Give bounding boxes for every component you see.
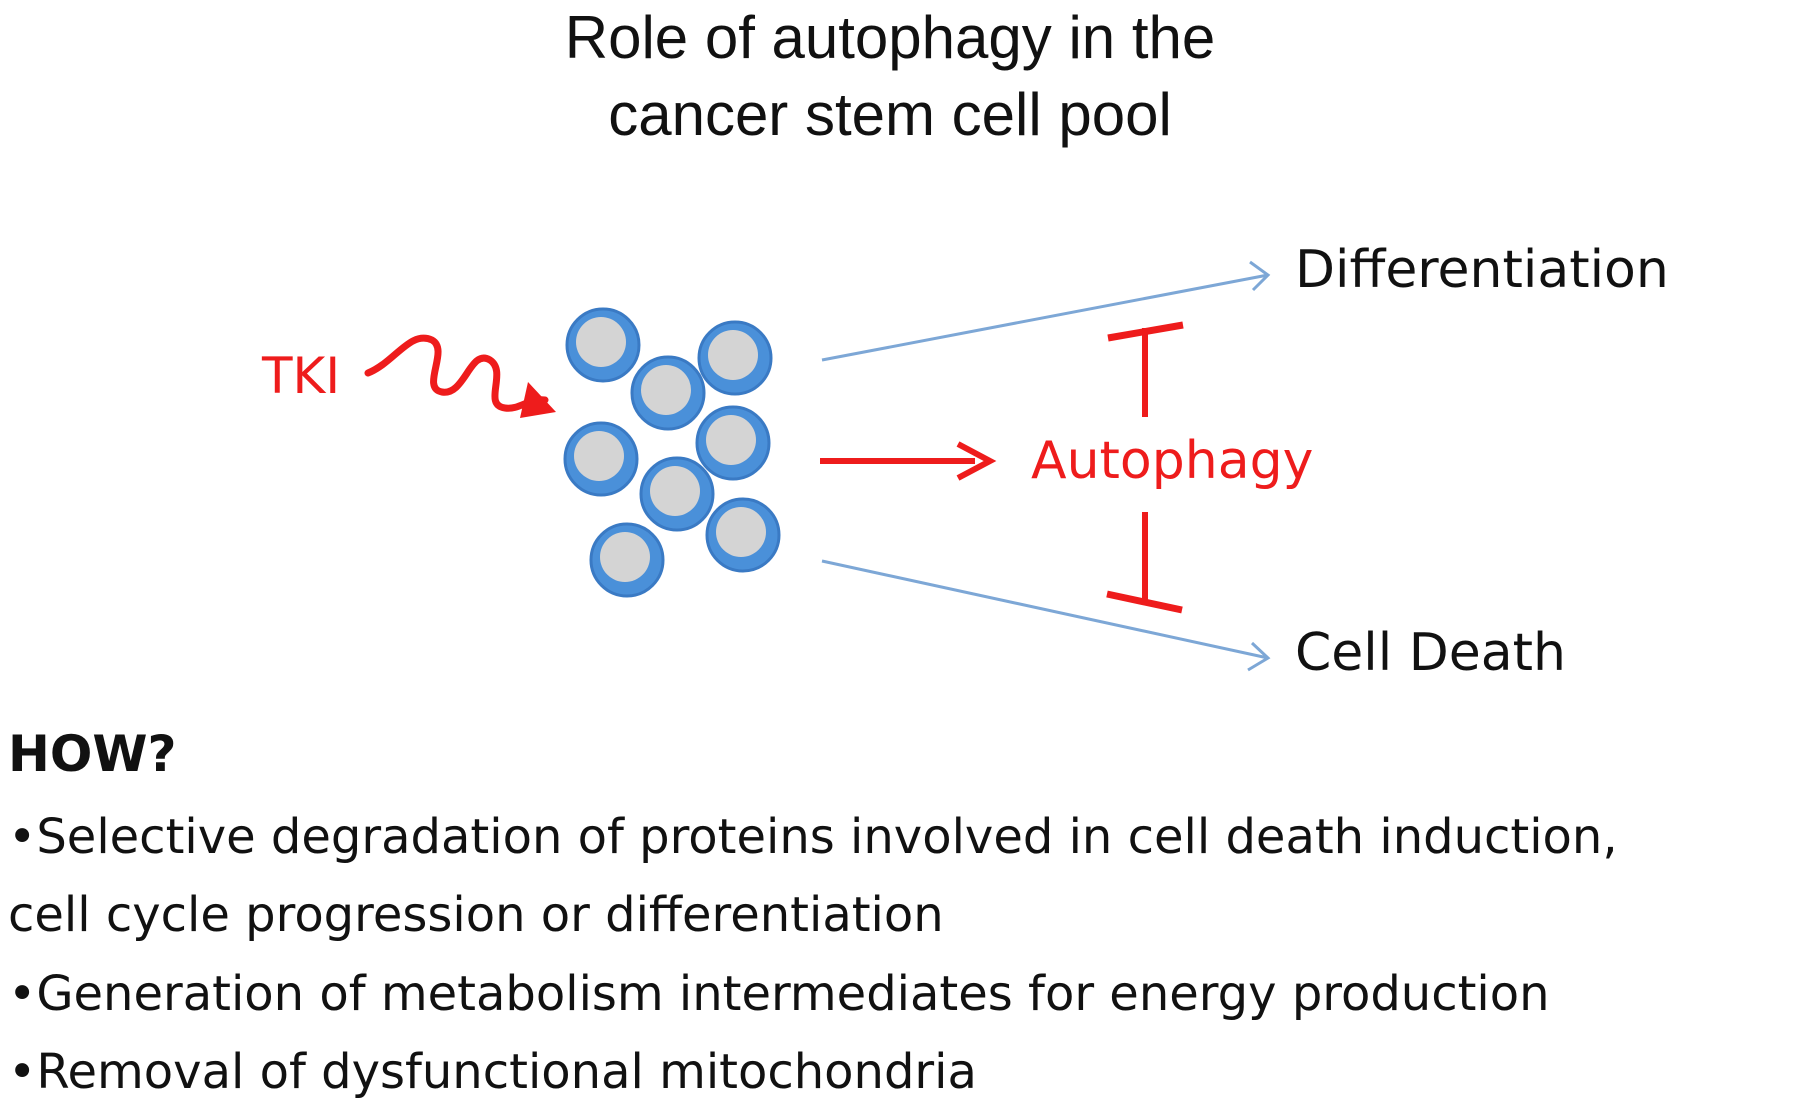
tki-wavy-arrow: [364, 334, 549, 412]
tki-label: TKI: [261, 347, 340, 405]
bullet-selective-degradation: •Selective degradation of proteins invol…: [8, 809, 1618, 865]
stem-cell: [589, 522, 665, 598]
how-heading: HOW?: [8, 725, 177, 783]
stem-cell-pool: [563, 307, 781, 598]
cell-death-label: Cell Death: [1295, 623, 1566, 683]
arrow-to-differentiation: [821, 260, 1271, 362]
diagram-title-line-2: cancer stem cell pool: [608, 81, 1172, 148]
stem-cell: [630, 355, 706, 431]
autophagy-label: Autophagy: [1031, 431, 1313, 491]
inhibition-bar-cell-death: [1106, 512, 1183, 614]
stem-cell: [705, 497, 781, 573]
tki-arrowhead: [520, 382, 556, 418]
stem-cell: [563, 421, 639, 497]
stem-cell: [565, 307, 641, 383]
stem-cell: [697, 320, 773, 396]
bullet-removal-mitochondria: •Removal of dysfunctional mitochondria: [8, 1044, 977, 1100]
bullet-metabolism-intermediates: •Generation of metabolism intermediates …: [8, 966, 1550, 1022]
bullet-selective-degradation-continued: cell cycle progression or differentiatio…: [8, 887, 944, 943]
arrow-to-cell-death: [821, 559, 1271, 672]
stem-cell: [695, 405, 771, 481]
inhibition-bar-differentiation: [1107, 321, 1184, 417]
arrow-to-autophagy: [820, 441, 997, 481]
stem-cell: [639, 456, 715, 532]
diagram-title-line-1: Role of autophagy in the: [564, 4, 1216, 71]
differentiation-label: Differentiation: [1295, 240, 1669, 300]
